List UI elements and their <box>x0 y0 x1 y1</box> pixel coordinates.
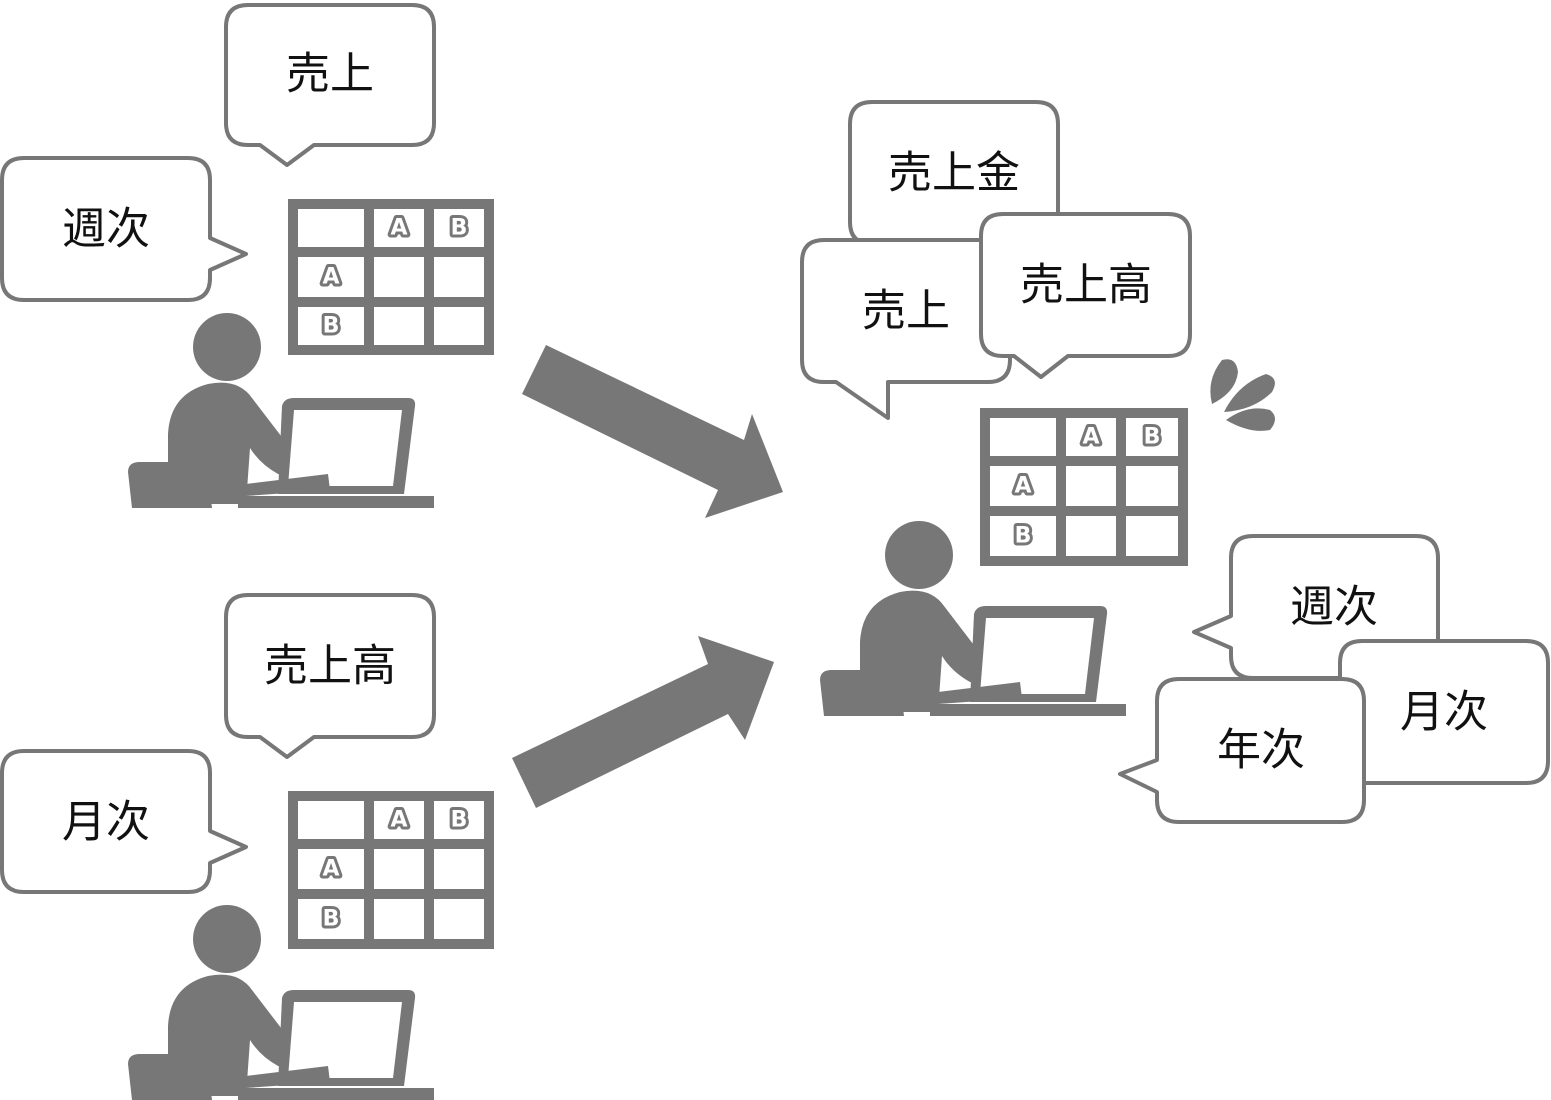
row-header-a: A <box>322 265 339 290</box>
bubble-text-monthly: 月次 <box>1400 687 1488 738</box>
bubble-text-sales-amount: 売上高 <box>264 641 396 692</box>
bubble-text-sales: 売上 <box>862 286 950 337</box>
bubble-text-weekly: 週次 <box>62 204 150 255</box>
bubble-text-sales-amount: 売上高 <box>1020 260 1152 311</box>
arrow-right-down-icon <box>522 345 783 518</box>
row-header-a: A <box>322 857 339 882</box>
speech-bubble-weekly <box>0 156 248 302</box>
speech-bubble-monthly <box>0 749 248 894</box>
sweat-drops-icon <box>1210 359 1275 431</box>
left-top-group: 売上 週次 A B A B <box>0 3 494 508</box>
col-header-b: B <box>451 808 468 833</box>
speech-bubble-yearly <box>1118 677 1366 824</box>
arrow-right-up-icon <box>512 636 774 808</box>
left-bottom-group: 売上高 月次 A B A B <box>0 593 494 1100</box>
bubble-text-sales-money: 売上金 <box>888 148 1020 199</box>
row-header-b: B <box>323 314 340 339</box>
bubble-text-weekly: 週次 <box>1290 582 1378 633</box>
spreadsheet-table: A B A B <box>980 408 1188 566</box>
speech-bubble-sales-amount <box>224 593 436 759</box>
col-header-b: B <box>451 216 468 241</box>
bubble-text-monthly: 月次 <box>62 797 150 848</box>
right-group: 売上金 売上 売上高 A B A B <box>800 100 1550 824</box>
col-header-a: A <box>390 808 407 833</box>
spreadsheet-table: A B A B <box>288 791 494 949</box>
bubble-text-sales: 売上 <box>286 49 374 100</box>
row-header-b: B <box>1015 524 1032 549</box>
col-header-b: B <box>1144 425 1161 450</box>
speech-bubble-sales <box>224 3 436 167</box>
col-header-a: A <box>1082 425 1099 450</box>
spreadsheet-table: A B A B <box>288 199 494 355</box>
speech-bubble-sales-amount <box>979 212 1192 379</box>
row-header-b: B <box>323 907 340 932</box>
bubble-text-yearly: 年次 <box>1217 725 1305 776</box>
speech-bubble-monthly <box>1338 639 1550 785</box>
row-header-a: A <box>1014 474 1031 499</box>
col-header-a: A <box>390 216 407 241</box>
